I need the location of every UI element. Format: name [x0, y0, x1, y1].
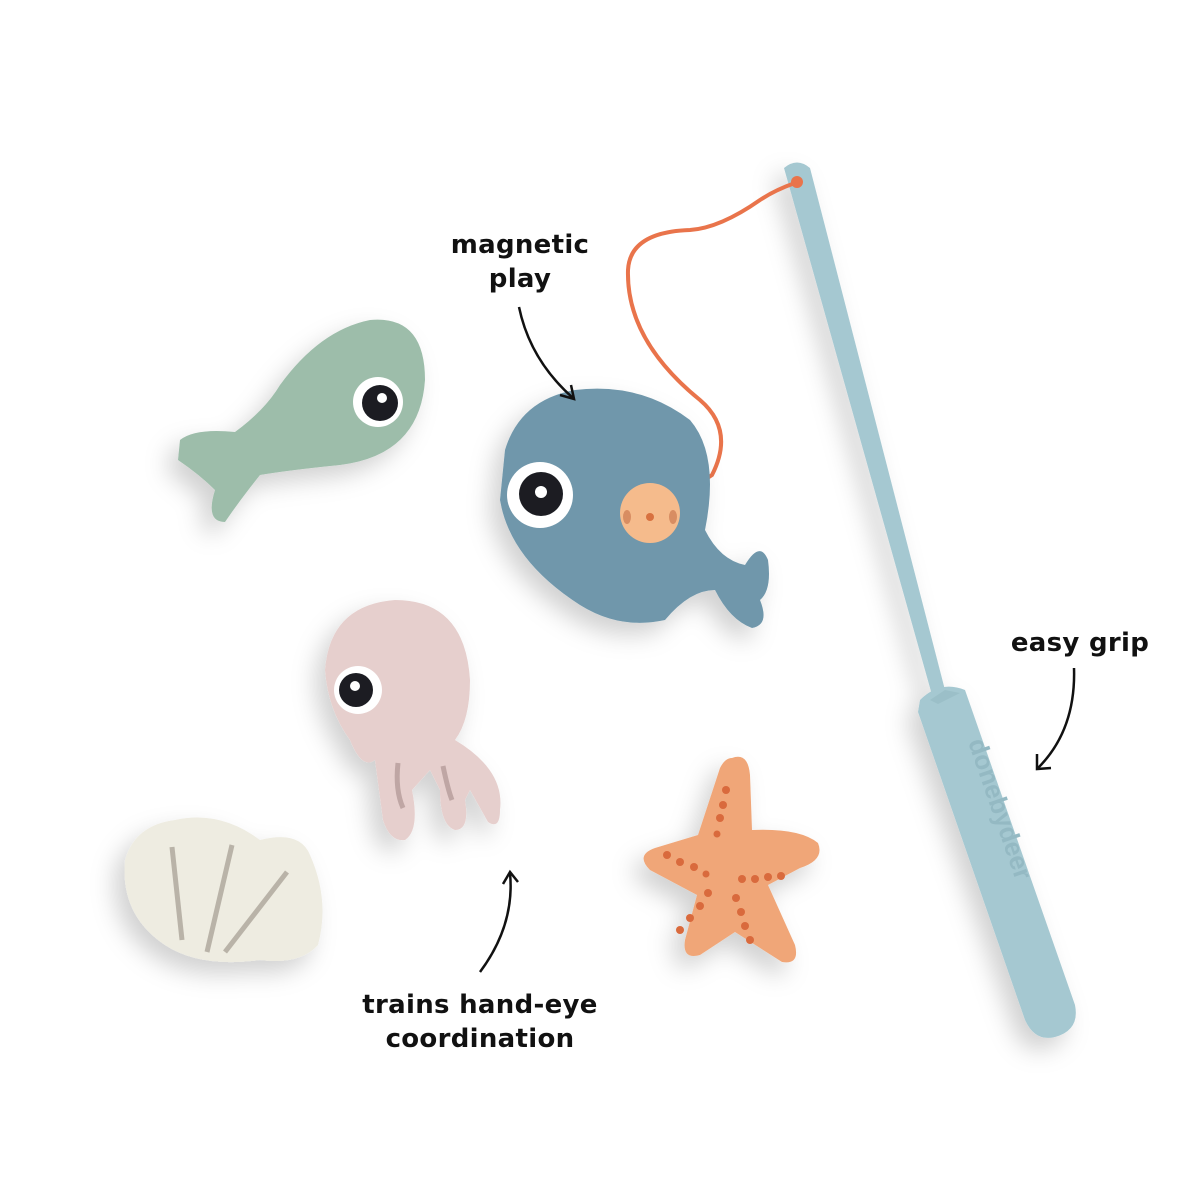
- arrow-coordination-icon: [478, 869, 519, 973]
- blue-whale-toy: [500, 388, 769, 628]
- label-coordination-line2: coordination: [385, 1024, 575, 1054]
- label-coordination: trains hand-eye coordination: [345, 988, 615, 1056]
- arrow-magnetic-icon: [517, 306, 576, 401]
- fishing-string: [625, 181, 796, 514]
- arrow-grip-icon: [1035, 667, 1076, 771]
- green-fish-toy: [178, 319, 425, 522]
- label-grip-line1: easy grip: [1010, 628, 1150, 658]
- label-magnetic-line1: magnetic: [450, 230, 590, 260]
- label-easy-grip: easy grip: [995, 626, 1165, 660]
- starfish-toy: [643, 756, 820, 963]
- label-magnetic-play: magnetic play: [430, 228, 610, 296]
- jellyfish-toy: [325, 600, 501, 841]
- shell-toy: [124, 817, 323, 963]
- label-coordination-line1: trains hand-eye: [362, 990, 598, 1020]
- label-magnetic-line2: play: [488, 264, 552, 294]
- fishing-rod: [784, 162, 1076, 1038]
